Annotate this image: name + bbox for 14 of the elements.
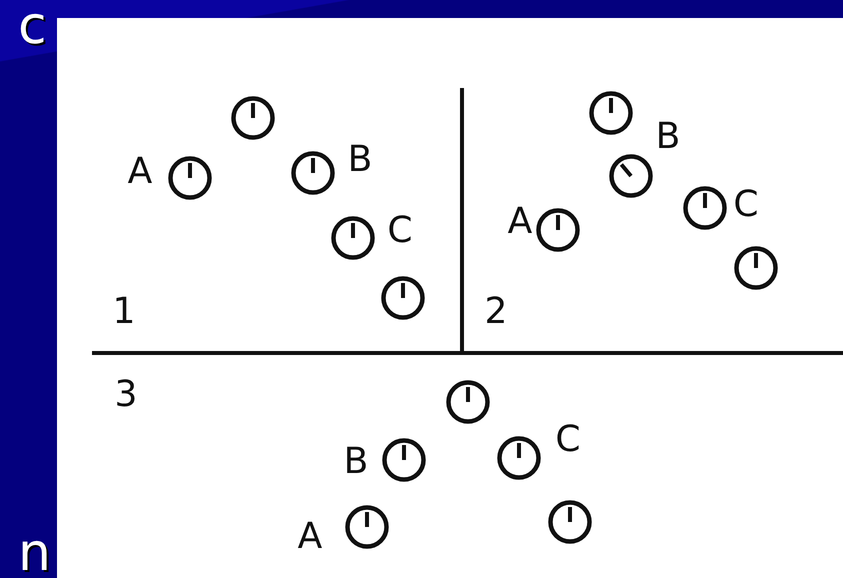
panel-number: 3	[114, 375, 138, 415]
clock-label: C	[733, 185, 759, 225]
title-fragment: n	[18, 525, 51, 578]
title-fragment: c	[18, 0, 47, 54]
clock-label: B	[656, 117, 680, 157]
clock-label: A	[128, 152, 152, 192]
clock-label: A	[298, 517, 322, 557]
clock-label: C	[555, 420, 581, 460]
panel-number: 1	[112, 292, 136, 332]
clock-label: B	[344, 442, 368, 482]
clock-label: C	[387, 211, 413, 251]
panel-number: 2	[484, 292, 508, 332]
clock-label: A	[508, 202, 532, 242]
clock-label: B	[348, 140, 372, 180]
